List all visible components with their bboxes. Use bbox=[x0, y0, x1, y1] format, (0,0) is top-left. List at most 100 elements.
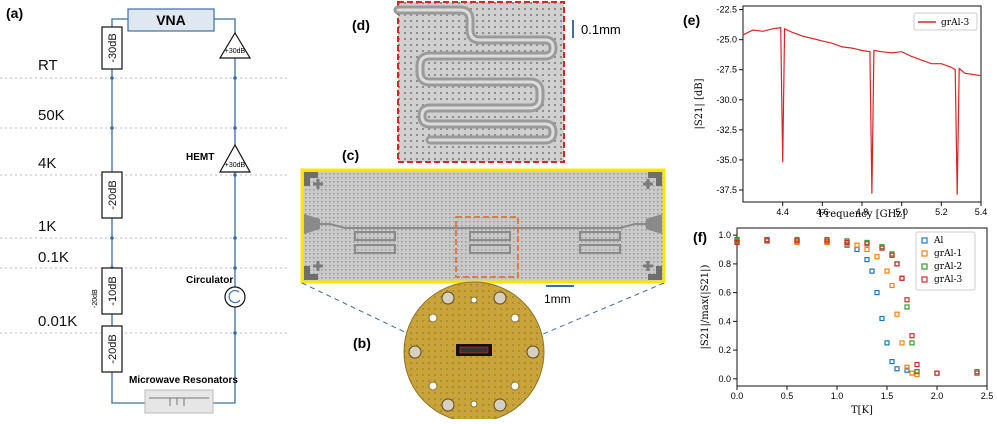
f-ylabel: |S21|/max(|S21|) bbox=[700, 264, 711, 349]
zoom-box bbox=[455, 216, 519, 278]
point-gral-3 bbox=[914, 361, 920, 368]
f-legend-label: grAl-3 bbox=[934, 275, 962, 285]
e-legend-box bbox=[913, 12, 978, 31]
attenuator-30db bbox=[101, 26, 123, 70]
amplifier-rt bbox=[218, 31, 252, 59]
e-xtick-label: 5.0 bbox=[895, 207, 908, 217]
point-al bbox=[864, 257, 870, 263]
circulator-symbol bbox=[224, 286, 246, 308]
chip-image bbox=[300, 168, 666, 284]
f-xtick-label: 1.0 bbox=[831, 391, 844, 401]
point-al bbox=[854, 246, 860, 253]
point-al bbox=[879, 315, 885, 322]
point-gral-1 bbox=[889, 282, 895, 289]
point-al bbox=[894, 366, 900, 372]
e-legend-label: grAl-3 bbox=[941, 18, 969, 28]
temp-0-1k: 0.1K bbox=[38, 249, 69, 266]
e-ytick-label: -25.0 bbox=[716, 35, 737, 45]
point-gral-1 bbox=[909, 370, 915, 376]
f-xtick-label: 0.5 bbox=[781, 391, 794, 401]
vna-box bbox=[127, 8, 215, 32]
amp-rt-label: +30dB bbox=[225, 48, 246, 55]
att-label-2: -20dB bbox=[107, 180, 119, 209]
attenuator-20db-mxc bbox=[101, 325, 123, 373]
point-al bbox=[904, 367, 910, 373]
attenuator-20db-4k bbox=[101, 171, 123, 219]
panel-c-label: (c) bbox=[342, 147, 359, 163]
temp-0-01k: 0.01K bbox=[38, 313, 77, 330]
panel-e-label: (e) bbox=[683, 12, 700, 28]
e-xtick-label: 4.8 bbox=[856, 207, 869, 217]
f-legend-marker bbox=[921, 263, 928, 270]
point-gral-3 bbox=[844, 239, 850, 245]
amp-hemt-label: +30dB bbox=[225, 162, 246, 169]
f-ytick-label: 0.6 bbox=[718, 288, 731, 298]
resonators-label: Microwave Resonators bbox=[129, 375, 238, 386]
temp-1k: 1K bbox=[38, 218, 56, 235]
point-al bbox=[889, 359, 895, 365]
f-xtick-label: 2.0 bbox=[931, 391, 944, 401]
attenuator-10db bbox=[101, 267, 123, 315]
f-legend-marker bbox=[921, 237, 928, 244]
e-ytick-label: -27.5 bbox=[716, 65, 737, 75]
scale-c-label: 1mm bbox=[544, 292, 571, 306]
e-ytick-label: -22.5 bbox=[716, 5, 737, 15]
series-line-gral3 bbox=[742, 26, 982, 195]
f-xlabel: T[K] bbox=[851, 405, 873, 416]
point-gral-3 bbox=[864, 241, 870, 247]
e-xtick-label: 5.2 bbox=[935, 207, 948, 217]
hemt-label: HEMT bbox=[186, 152, 214, 163]
panel-a: (a) RT 50K 4K 1K 0.1K 0.01K bbox=[0, 5, 290, 414]
e-ytick-label: -32.5 bbox=[716, 125, 737, 135]
point-gral-1 bbox=[894, 311, 900, 317]
f-ytick-label: 0.4 bbox=[718, 316, 731, 326]
e-ytick-label: -37.5 bbox=[716, 185, 737, 195]
vna-label: VNA bbox=[156, 12, 186, 28]
amplifier-hemt bbox=[218, 143, 252, 173]
temp-4k: 4K bbox=[38, 155, 56, 172]
point-al bbox=[869, 268, 875, 274]
f-xtick-label: 2.5 bbox=[981, 391, 994, 401]
point-al bbox=[884, 340, 890, 346]
e-xtick-label: 4.6 bbox=[816, 207, 829, 217]
side-note: -20dB bbox=[92, 289, 99, 308]
point-gral-2 bbox=[914, 369, 920, 375]
point-gral-2 bbox=[904, 304, 910, 310]
e-xlabel: Frequency [GHz] bbox=[818, 209, 905, 220]
panel-b-label: (b) bbox=[353, 335, 371, 351]
f-xtick-label: 0.0 bbox=[731, 391, 744, 401]
f-legend-marker bbox=[921, 276, 928, 283]
f-legend-label: grAl-1 bbox=[934, 249, 962, 259]
resonator-chip bbox=[144, 389, 214, 414]
f-legend-label: Al bbox=[933, 236, 943, 246]
point-gral-3 bbox=[764, 238, 770, 244]
att-label-1: -30dB bbox=[107, 33, 119, 62]
point-gral-3 bbox=[894, 261, 900, 267]
att-label-3: -10dB bbox=[107, 276, 119, 305]
point-gral-2 bbox=[909, 340, 915, 346]
plot-e-frame bbox=[742, 5, 982, 203]
att-label-4: -20dB bbox=[107, 334, 119, 363]
point-gral-3 bbox=[824, 238, 830, 244]
point-gral-1 bbox=[854, 242, 860, 248]
circulator-label: Circulator bbox=[186, 275, 233, 286]
f-ytick-label: 0.0 bbox=[718, 374, 731, 384]
point-gral-3 bbox=[879, 245, 885, 251]
f-legend-marker bbox=[921, 250, 928, 257]
point-gral-3 bbox=[934, 370, 940, 376]
point-gral-3 bbox=[794, 238, 800, 244]
scale-d-label: 0.1mm bbox=[581, 22, 621, 37]
f-xtick-label: 1.5 bbox=[881, 391, 894, 401]
point-gral-3 bbox=[889, 252, 895, 258]
point-gral-1 bbox=[864, 246, 870, 253]
point-gral-1 bbox=[904, 364, 910, 370]
e-xtick-label: 4.4 bbox=[776, 207, 789, 217]
point-gral-3 bbox=[909, 333, 915, 339]
point-gral-1 bbox=[914, 371, 920, 378]
point-al bbox=[874, 290, 880, 296]
e-ylabel: |S21| [dB] bbox=[694, 78, 705, 129]
